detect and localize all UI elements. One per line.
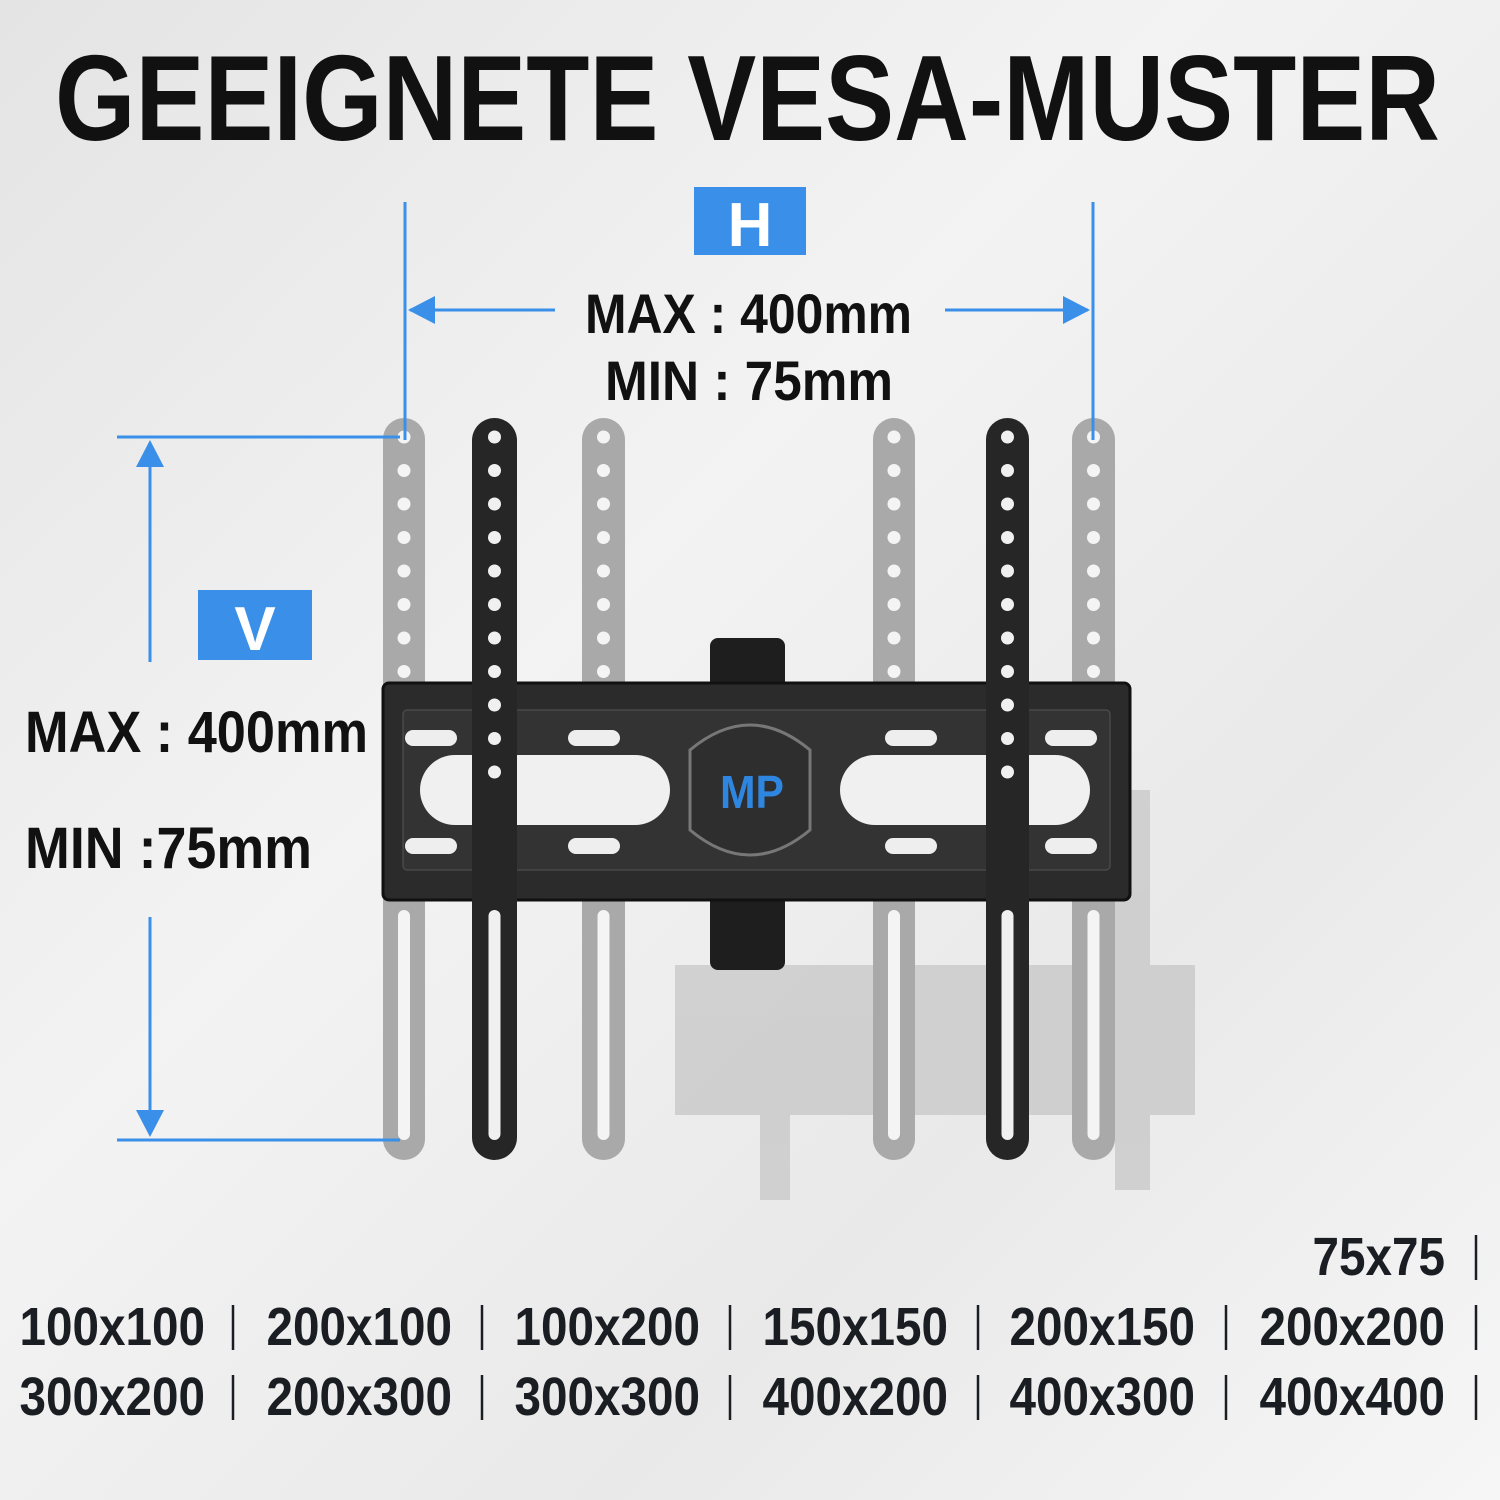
- vesa-pattern: 200x300: [267, 1367, 453, 1427]
- vesa-pattern: 75x75: [1313, 1227, 1446, 1287]
- h-badge-label: H: [728, 191, 773, 260]
- h-min-label: MIN : 75mm: [605, 349, 893, 412]
- vesa-pattern-list: 75x75 100x100 200x100 100x200 150x150 200x150…: [20, 1227, 1478, 1427]
- vesa-pattern: 200x150: [1010, 1297, 1196, 1357]
- plate-slot: [405, 730, 457, 746]
- v-max-label: MAX : 400mm: [25, 700, 368, 765]
- plate-slot: [568, 730, 620, 746]
- vesa-pattern: 300x200: [20, 1367, 206, 1427]
- arrow-left-icon: [408, 296, 435, 324]
- arrow-down-icon: [136, 1110, 164, 1137]
- horizontal-dimension: [403, 202, 1095, 440]
- v-badge: [198, 590, 312, 660]
- mount-plate: MP: [381, 681, 1132, 902]
- v-min-label: MIN :75mm: [25, 816, 312, 881]
- plate-slot: [405, 838, 457, 854]
- plate-slot: [1045, 730, 1097, 746]
- vesa-pattern: 400x300: [1010, 1367, 1196, 1427]
- plate-slot: [1045, 838, 1097, 854]
- vesa-pattern: 400x400: [1260, 1367, 1446, 1427]
- vesa-pattern: 100x200: [515, 1297, 701, 1357]
- plate-slot: [885, 838, 937, 854]
- vesa-arm-strip: [472, 418, 517, 1160]
- vesa-arm-strip: [986, 418, 1029, 1160]
- vertical-dimension: [117, 435, 400, 1142]
- arrow-up-icon: [136, 440, 164, 467]
- plate-slot: [885, 730, 937, 746]
- page-title: GEEIGNETE VESA-MUSTER: [55, 30, 1440, 166]
- plate-slot: [568, 838, 620, 854]
- h-max-label: MAX : 400mm: [585, 282, 912, 345]
- h-badge: [694, 187, 806, 255]
- arrow-right-icon: [1063, 296, 1090, 324]
- vesa-pattern: 200x100: [267, 1297, 453, 1357]
- vesa-pattern: 400x200: [763, 1367, 949, 1427]
- v-badge-label: V: [234, 595, 275, 664]
- vesa-pattern: 100x100: [20, 1297, 206, 1357]
- vesa-pattern: 200x200: [1260, 1297, 1446, 1357]
- front-strips: [472, 418, 1029, 1160]
- brand-logo: MP: [720, 766, 784, 818]
- vesa-pattern: 150x150: [763, 1297, 949, 1357]
- vesa-pattern: 300x300: [515, 1367, 701, 1427]
